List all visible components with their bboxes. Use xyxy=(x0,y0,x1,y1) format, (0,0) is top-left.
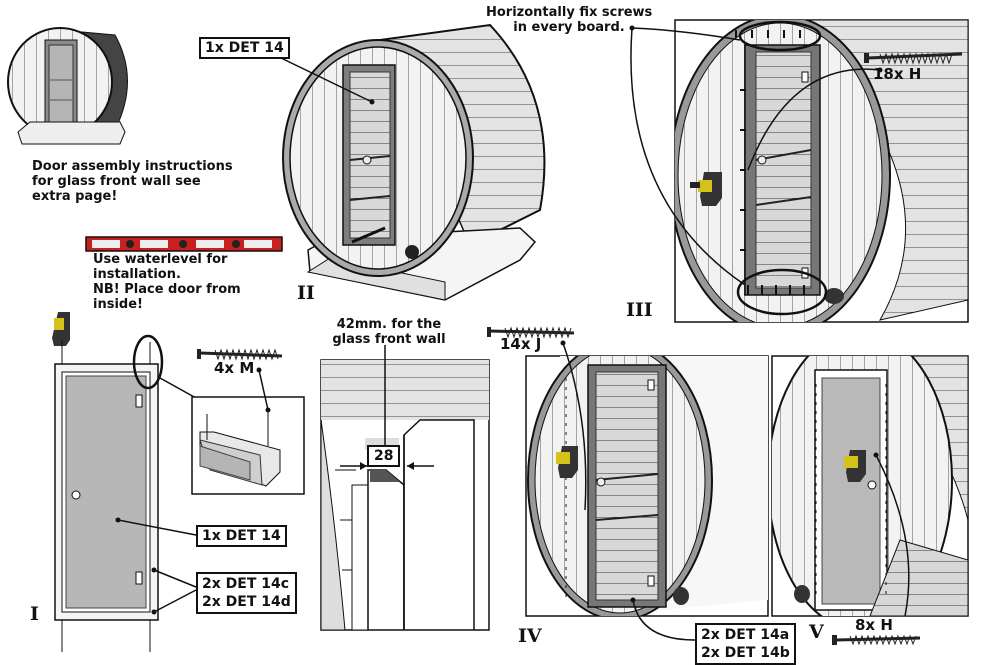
label-det14ab: 2x DET 14a 2x DET 14b xyxy=(695,623,796,665)
water-level-tool xyxy=(85,236,283,252)
label-det14cd: 2x DET 14c 2x DET 14d xyxy=(196,572,297,614)
screw-j-icon xyxy=(487,326,575,339)
door-glass-note: Door assembly instructions for glass fro… xyxy=(32,159,233,204)
corner-detail-inset xyxy=(191,367,305,495)
barrel-step-3 xyxy=(629,19,969,323)
label-det14-top: 1x DET 14 xyxy=(199,37,290,59)
label-screws-14j: 14x J xyxy=(500,335,542,353)
screw-h-bottom-icon xyxy=(832,634,921,646)
step-5-label: V xyxy=(809,621,824,643)
waterlevel-note: Use waterlevel for installation. NB! Pla… xyxy=(93,252,241,312)
barrel-step-5 xyxy=(771,355,969,617)
step-4-label: IV xyxy=(518,625,542,647)
screw-h-icon xyxy=(864,52,963,65)
step-2-label: II xyxy=(297,282,315,304)
barrel-step-2 xyxy=(249,23,546,301)
thumbnail-barrel xyxy=(7,27,128,145)
screw-m-icon xyxy=(197,348,283,361)
step-1-label: I xyxy=(30,603,39,625)
front-wall-note: 42mm. for the glass front wall xyxy=(332,317,446,347)
dimension-value: 28 xyxy=(367,445,401,467)
label-screws-18h: 18x H xyxy=(873,65,922,83)
label-screws-4m: 4x M xyxy=(214,359,255,377)
barrel-step-4 xyxy=(525,340,769,641)
label-screws-8h: 8x H xyxy=(855,616,893,634)
front-wall-detail xyxy=(320,345,490,631)
door-step-1 xyxy=(52,312,197,652)
label-det14-door: 1x DET 14 xyxy=(196,525,287,547)
step-3-label: III xyxy=(626,299,653,321)
horizontal-screws-note: Horizontally fix screws in every board. xyxy=(486,5,653,35)
